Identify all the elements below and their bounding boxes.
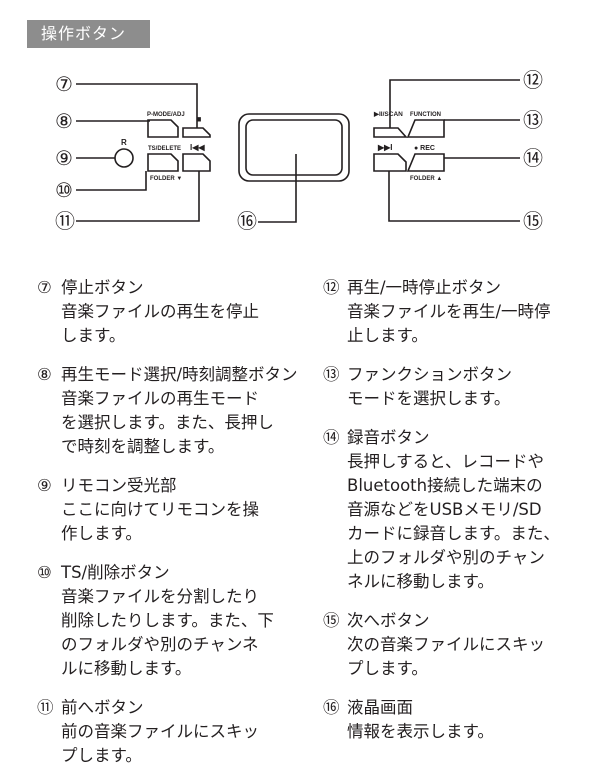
callout-13: ⑬ [523,109,543,132]
label-playpause: ▶II/SCAN [373,111,403,118]
item-desc: ここに向けてリモコンを操 作します。 [61,500,259,543]
playpause-button [373,127,408,138]
label-function: FUNCTION [410,112,441,118]
item-title: 再生/一時停止ボタン [347,278,502,297]
item-desc: 長押しすると、レコードや Bluetooth接続した端末の 音源などをUSBメモ… [347,452,560,591]
item-title: 液晶画面 [347,698,413,717]
list-item: ⑪ 前へボタン 前の音楽ファイルにスキッ プします。 [37,696,307,768]
item-number: ⑮ [323,611,340,630]
item-desc: 情報を表示します。 [347,722,494,741]
item-number: ⑭ [323,428,340,447]
item-number: ⑨ [37,476,52,495]
list-item: ⑯ 液晶画面 情報を表示します。 [323,696,593,744]
item-number: ⑯ [323,698,340,717]
item-title: リモコン受光部 [61,476,177,495]
item-desc: モードを選択します。 [347,389,511,408]
item-number: ⑬ [323,365,340,384]
function-button [406,119,445,138]
item-title: 録音ボタン [347,428,430,447]
callout-7: ⑦ [55,74,73,96]
list-item: ⑮ 次へボタン 次の音楽ファイルにスキッ プします。 [323,609,593,681]
item-title: ファンクションボタン [347,365,512,384]
callout-15: ⑮ [523,210,543,233]
item-desc: 次の音楽ファイルにスキッ プします。 [347,635,545,678]
label-prev: I◀◀ [190,143,205,152]
item-number: ⑪ [37,698,54,717]
item-number: ⑩ [37,563,52,582]
list-item: ⑦ 停止ボタン 音楽ファイルの再生を停止 します。 [37,276,307,348]
pmode-button [147,119,179,138]
callout-11: ⑪ [55,210,75,233]
callout-12: ⑫ [523,69,543,92]
label-next: ▶▶I [377,143,393,152]
item-number: ⑫ [323,278,340,297]
left-column: ⑦ 停止ボタン 音楽ファイルの再生を停止 します。 ⑧ 再生モード選択/時刻調整ボタ… [37,276,307,783]
item-title: 停止ボタン [61,278,144,297]
list-item: ⑧ 再生モード選択/時刻調整ボタン 音楽ファイルの再生モード を選択します。また、… [37,363,307,459]
label-pmode: P-MODE/ADJ [147,112,185,118]
next-button [373,153,407,172]
lcd-screen [238,113,350,182]
label-folder-up: FOLDER ▲ [410,176,442,182]
callout-16: ⑯ [237,210,257,233]
callout-8: ⑧ [55,111,73,133]
label-sensor: R [121,138,127,147]
prev-button [182,153,211,172]
ts-button [147,153,179,172]
list-item: ⑫ 再生/一時停止ボタン 音楽ファイルを再生/一時停 止します。 [323,276,593,348]
item-desc: 音楽ファイルを分割したり 削除したりします。また、下 のフォルダや別のチャンネ … [61,587,274,678]
control-panel-diagram: ⑦ ⑧ ⑨ ⑩ ⑪ ⑫ ⑬ ⑭ ⑮ ⑯ P-MODE/ADJ ■ R TS/DE… [55,69,543,233]
callout-10: ⑩ [55,180,73,202]
item-number: ⑧ [37,365,52,384]
item-desc: 前の音楽ファイルにスキッ プします。 [61,722,259,765]
right-column: ⑫ 再生/一時停止ボタン 音楽ファイルを再生/一時停 止します。 ⑬ ファンクション… [323,276,593,759]
item-desc: 音楽ファイルを再生/一時停 止します。 [347,302,551,345]
label-rec: ● REC [414,145,435,152]
label-ts: TS/DELETE [148,146,181,152]
item-title: 前へボタン [61,698,144,717]
item-title: 再生モード選択/時刻調整ボタン [61,365,298,384]
list-item: ⑨ リモコン受光部 ここに向けてリモコンを操 作します。 [37,474,307,546]
callout-9: ⑨ [55,148,73,170]
list-item: ⑬ ファンクションボタン モードを選択します。 [323,363,593,411]
item-number: ⑦ [37,278,52,297]
list-item: ⑭ 録音ボタン 長押しすると、レコードや Bluetooth接続した端末の 音源な… [323,426,593,594]
item-desc: 音楽ファイルの再生を停止 します。 [61,302,259,345]
section-title: 操作ボタン [27,20,150,48]
list-item: ⑩ TS/削除ボタン 音楽ファイルを分割したり 削除したりします。また、下 のフォ… [37,561,307,681]
remote-sensor [114,148,134,168]
rec-button [406,153,445,172]
item-title: 次へボタン [347,611,430,630]
item-desc: 音楽ファイルの再生モード を選択します。また、長押し で時刻を調整します。 [61,389,274,456]
callout-14: ⑭ [523,147,543,170]
label-stop: ■ [196,114,201,124]
stop-button [182,127,211,138]
item-title: TS/削除ボタン [61,563,170,582]
label-folder-down: FOLDER ▼ [150,176,182,182]
